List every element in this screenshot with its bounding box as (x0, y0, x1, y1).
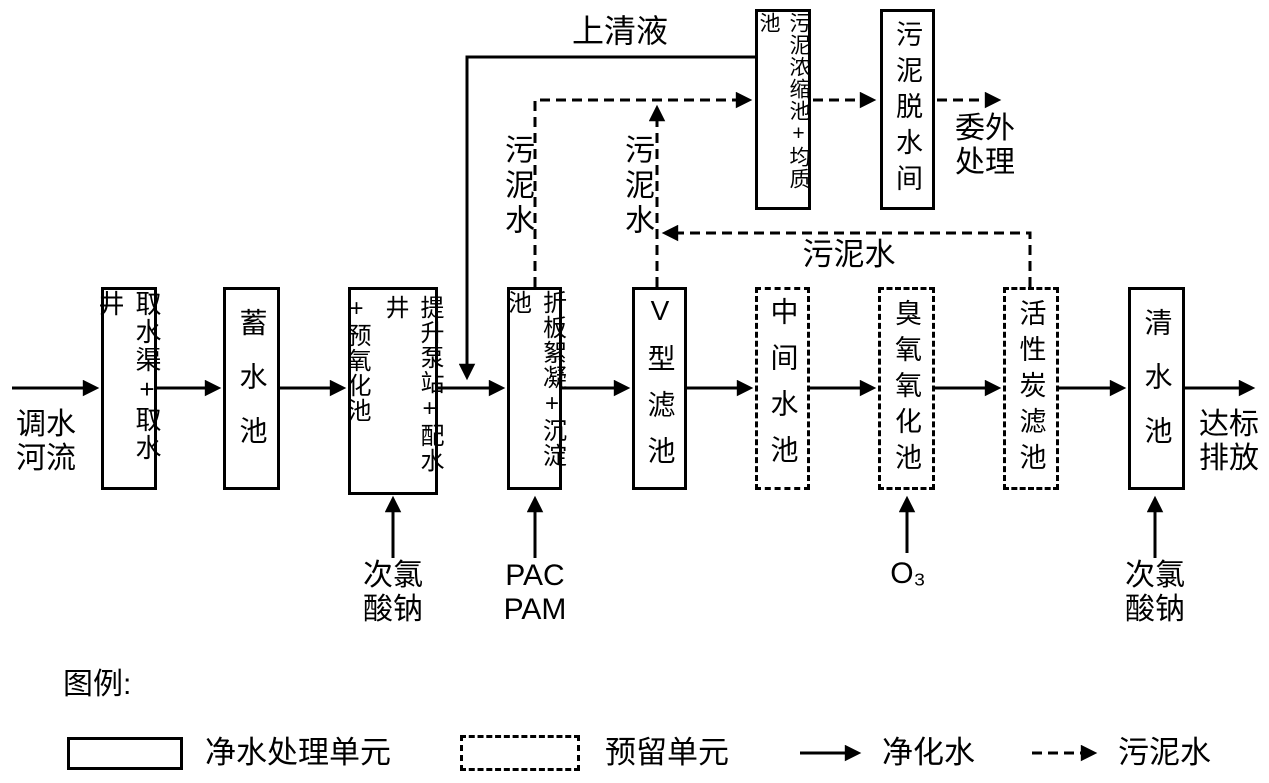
sludge-line-carbon (661, 224, 1032, 287)
box-label: 清水池 (1141, 307, 1173, 470)
box-label: 中间水池 (767, 296, 799, 481)
influent-label: 调水 河流 (16, 408, 76, 475)
box-intake-channel-well: 取水渠+取水井 (95, 287, 162, 490)
box-lift-pump-station: 提升泵站+配水井 +预氧化池 (343, 287, 443, 495)
box-label-column-1: 提升泵站+配水井 (381, 295, 443, 473)
box-intermediate-pond: 中间水池 (755, 287, 810, 490)
supernatant-label: 上清液 (571, 13, 668, 49)
box-v-filter: V型滤池 (632, 287, 687, 490)
box-label: 臭氧氧化池 (891, 298, 921, 479)
box-sludge-dewatering: 污泥脱水间 (880, 9, 935, 210)
box-label: 污泥浓缩池+均质池 (757, 12, 810, 190)
box-label: 取水渠+取水井 (95, 290, 162, 462)
effluent-label: 达标 排放 (1199, 408, 1259, 475)
chem-naclo-label-1: 次氯 酸钠 (363, 559, 423, 626)
outsourced-label: 委外 处理 (955, 112, 1015, 179)
box-label: 污泥脱水间 (892, 19, 922, 200)
box-label-column-2: +预氧化池 (343, 295, 370, 423)
box-label: V型滤池 (644, 295, 676, 482)
box-label: 折板絮凝+沉淀池 (503, 290, 566, 468)
chem-o3-label: O₃ (890, 557, 926, 590)
box-label: 活性炭滤池 (1015, 298, 1046, 479)
box-label: 蓄水池 (236, 307, 268, 470)
legend-solid-arrow-label: 净化水 (882, 735, 975, 770)
legend-solid-label: 净水处理单元 (205, 735, 391, 770)
chem-pac-pam-label: PAC PAM (503, 559, 567, 626)
sludge-water-label-3: 污泥水 (802, 237, 896, 272)
box-activated-carbon-filter: 活性炭滤池 (1003, 287, 1059, 490)
legend-dashed-arrow-label: 污泥水 (1118, 735, 1211, 770)
chem-naclo-label-2: 次氯 酸钠 (1125, 559, 1185, 626)
box-flocculation-sedimentation: 折板絮凝+沉淀池 (504, 287, 566, 490)
legend-solid-swatch (67, 737, 183, 770)
legend-dashed-swatch (460, 735, 580, 771)
box-storage-pond: 蓄水池 (223, 287, 280, 490)
supernatant-line (458, 55, 755, 381)
box-clear-water-pond: 清水池 (1128, 287, 1185, 490)
box-sludge-thickener: 污泥浓缩池+均质池 (755, 9, 811, 210)
legend-title: 图例: (63, 668, 132, 701)
sludge-line-flocculation (533, 91, 753, 287)
box-ozone-oxidation: 臭氧氧化池 (878, 287, 935, 490)
sludge-water-label-1: 污泥水 (500, 134, 533, 239)
legend-dashed-label: 预留单元 (605, 735, 729, 770)
sludge-water-label-2: 污泥水 (620, 134, 653, 239)
